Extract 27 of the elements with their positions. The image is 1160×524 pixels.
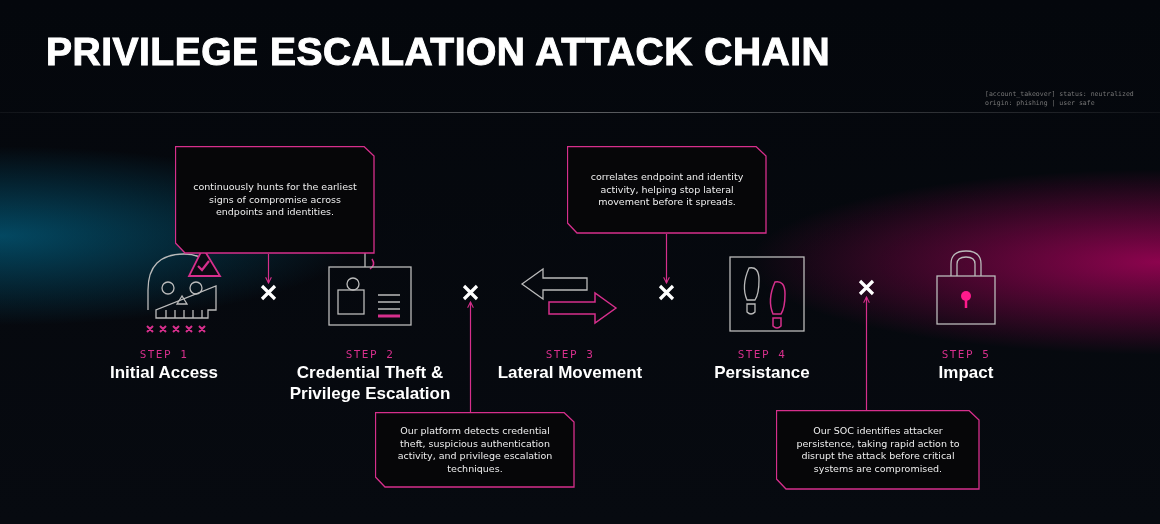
callout-box (175, 146, 375, 254)
callout-box (375, 412, 575, 488)
step-number: STEP 1 (138, 348, 190, 361)
step-title: Initial Access (108, 362, 219, 383)
cross-mark (462, 284, 479, 301)
cross-mark (658, 284, 675, 301)
leader-line (265, 253, 272, 284)
callout-text: correlates endpoint and identity activity, helping stop lateral movement before it spreads. (589, 171, 745, 209)
step-title: Impact (937, 362, 995, 383)
callout-box (776, 410, 980, 490)
leader-line (467, 301, 474, 413)
page-title: PRIVILEGE ESCALATION ATTACK CHAIN (46, 30, 831, 74)
step-number: STEP 3 (544, 348, 596, 361)
step-number: STEP 5 (940, 348, 992, 361)
step-title: Lateral Movement (496, 362, 644, 383)
leader-line (663, 233, 670, 284)
step-number: STEP 4 (736, 348, 788, 361)
callout-text: Our platform detects credential theft, suspicious authentication activity, and privilege escalation techniques. (396, 425, 554, 475)
cross-mark (858, 279, 875, 296)
cross-mark (260, 284, 277, 301)
callout-text: continuously hunts for the earliest signs of compromise across endpoints and identities. (193, 181, 357, 219)
step-number: STEP 2 (344, 348, 396, 361)
leader-line (863, 296, 870, 411)
step-title: Credential Theft & Privilege Escalation (288, 362, 452, 404)
callout-box (567, 146, 767, 234)
callout-text: Our SOC identifies attacker persistence, taking rapid action to disrupt the attack before critical systems are compromised. (795, 425, 961, 475)
step-title: Persistance (713, 362, 811, 383)
